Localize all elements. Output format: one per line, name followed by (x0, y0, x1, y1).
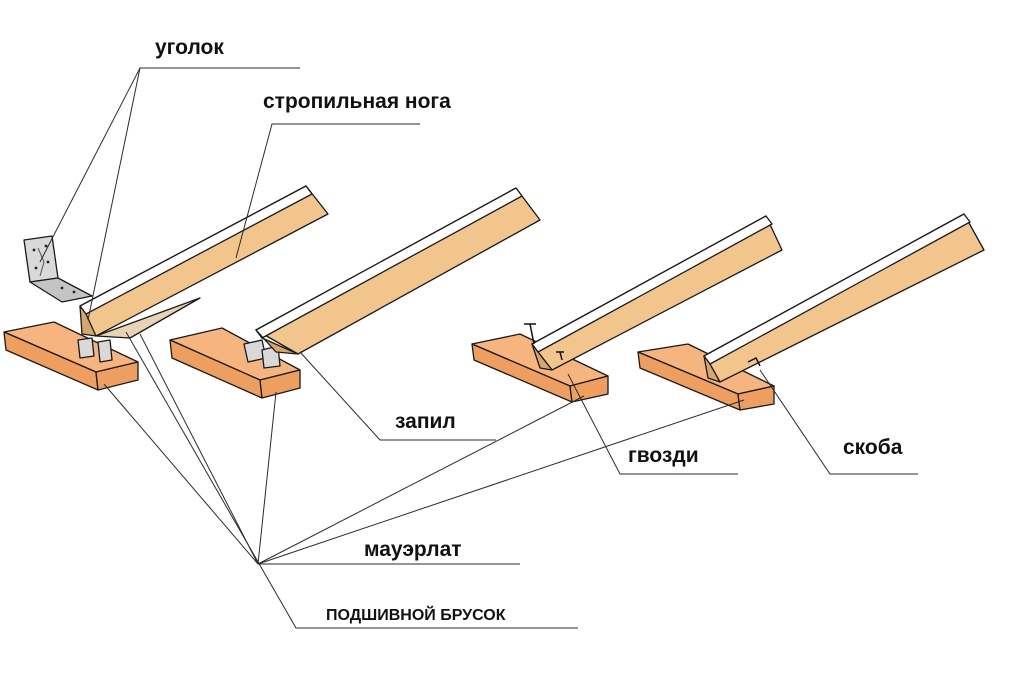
unit-2-rafter (255, 187, 541, 355)
corner-bracket-detail (23, 235, 93, 303)
unit-3-nails (524, 323, 564, 361)
unit-2-support-bar (243, 339, 281, 369)
label-support-bar: ПОДШИВНОЙ БРУСОК (326, 605, 506, 624)
label-rafter-leg: стропильная нога (263, 90, 451, 113)
unit-4-rafter (703, 213, 985, 383)
label-corner-bracket: уголок (155, 36, 224, 59)
leader-lines (39, 67, 918, 629)
label-notch: запил (395, 410, 456, 433)
label-mauerlat: мауэрлат (364, 538, 462, 561)
unit-1-rafter (79, 185, 329, 339)
label-staple: скоба (843, 436, 903, 459)
unit-4-staple (747, 356, 761, 367)
label-nails: гвозди (628, 444, 699, 467)
unit-1-brackets (77, 337, 113, 363)
unit-3-rafter (531, 215, 783, 371)
